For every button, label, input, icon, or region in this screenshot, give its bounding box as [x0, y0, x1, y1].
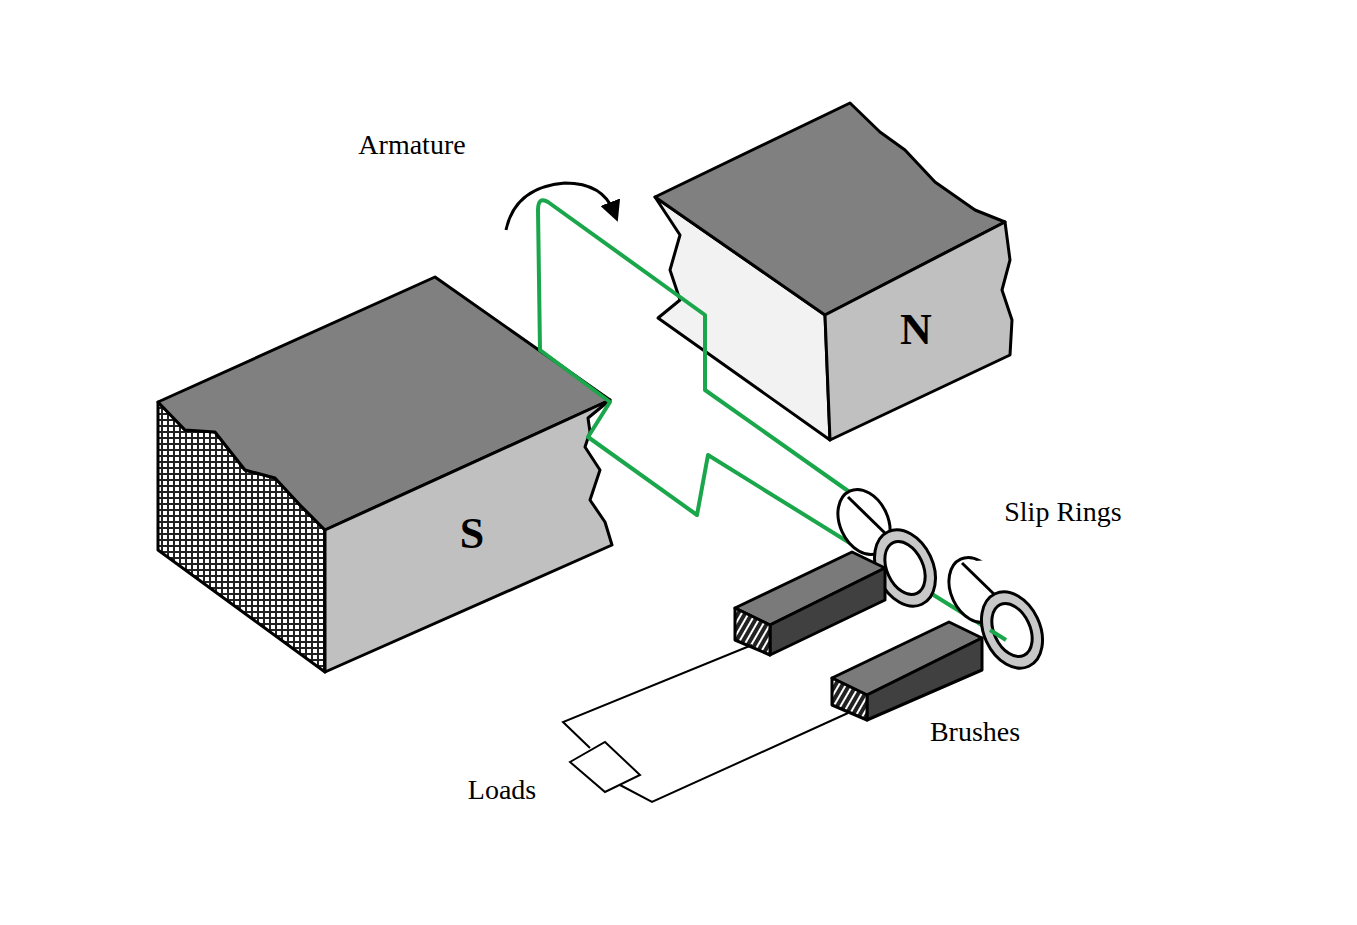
brush: [832, 622, 982, 720]
load-circuit: [563, 645, 848, 802]
part-label: Slip Rings: [1004, 498, 1121, 526]
rotation-arrow: [506, 183, 614, 230]
part-label: Loads: [468, 776, 536, 804]
south-magnet: [158, 277, 612, 672]
pole-label: S: [460, 512, 484, 556]
brush: [735, 552, 885, 655]
pole-label: N: [900, 308, 932, 352]
part-label: Brushes: [930, 718, 1020, 746]
armature-coil: [990, 630, 1006, 640]
armature-coil: [538, 200, 1006, 640]
north-magnet: [655, 103, 1012, 440]
part-label: Armature: [358, 131, 465, 159]
